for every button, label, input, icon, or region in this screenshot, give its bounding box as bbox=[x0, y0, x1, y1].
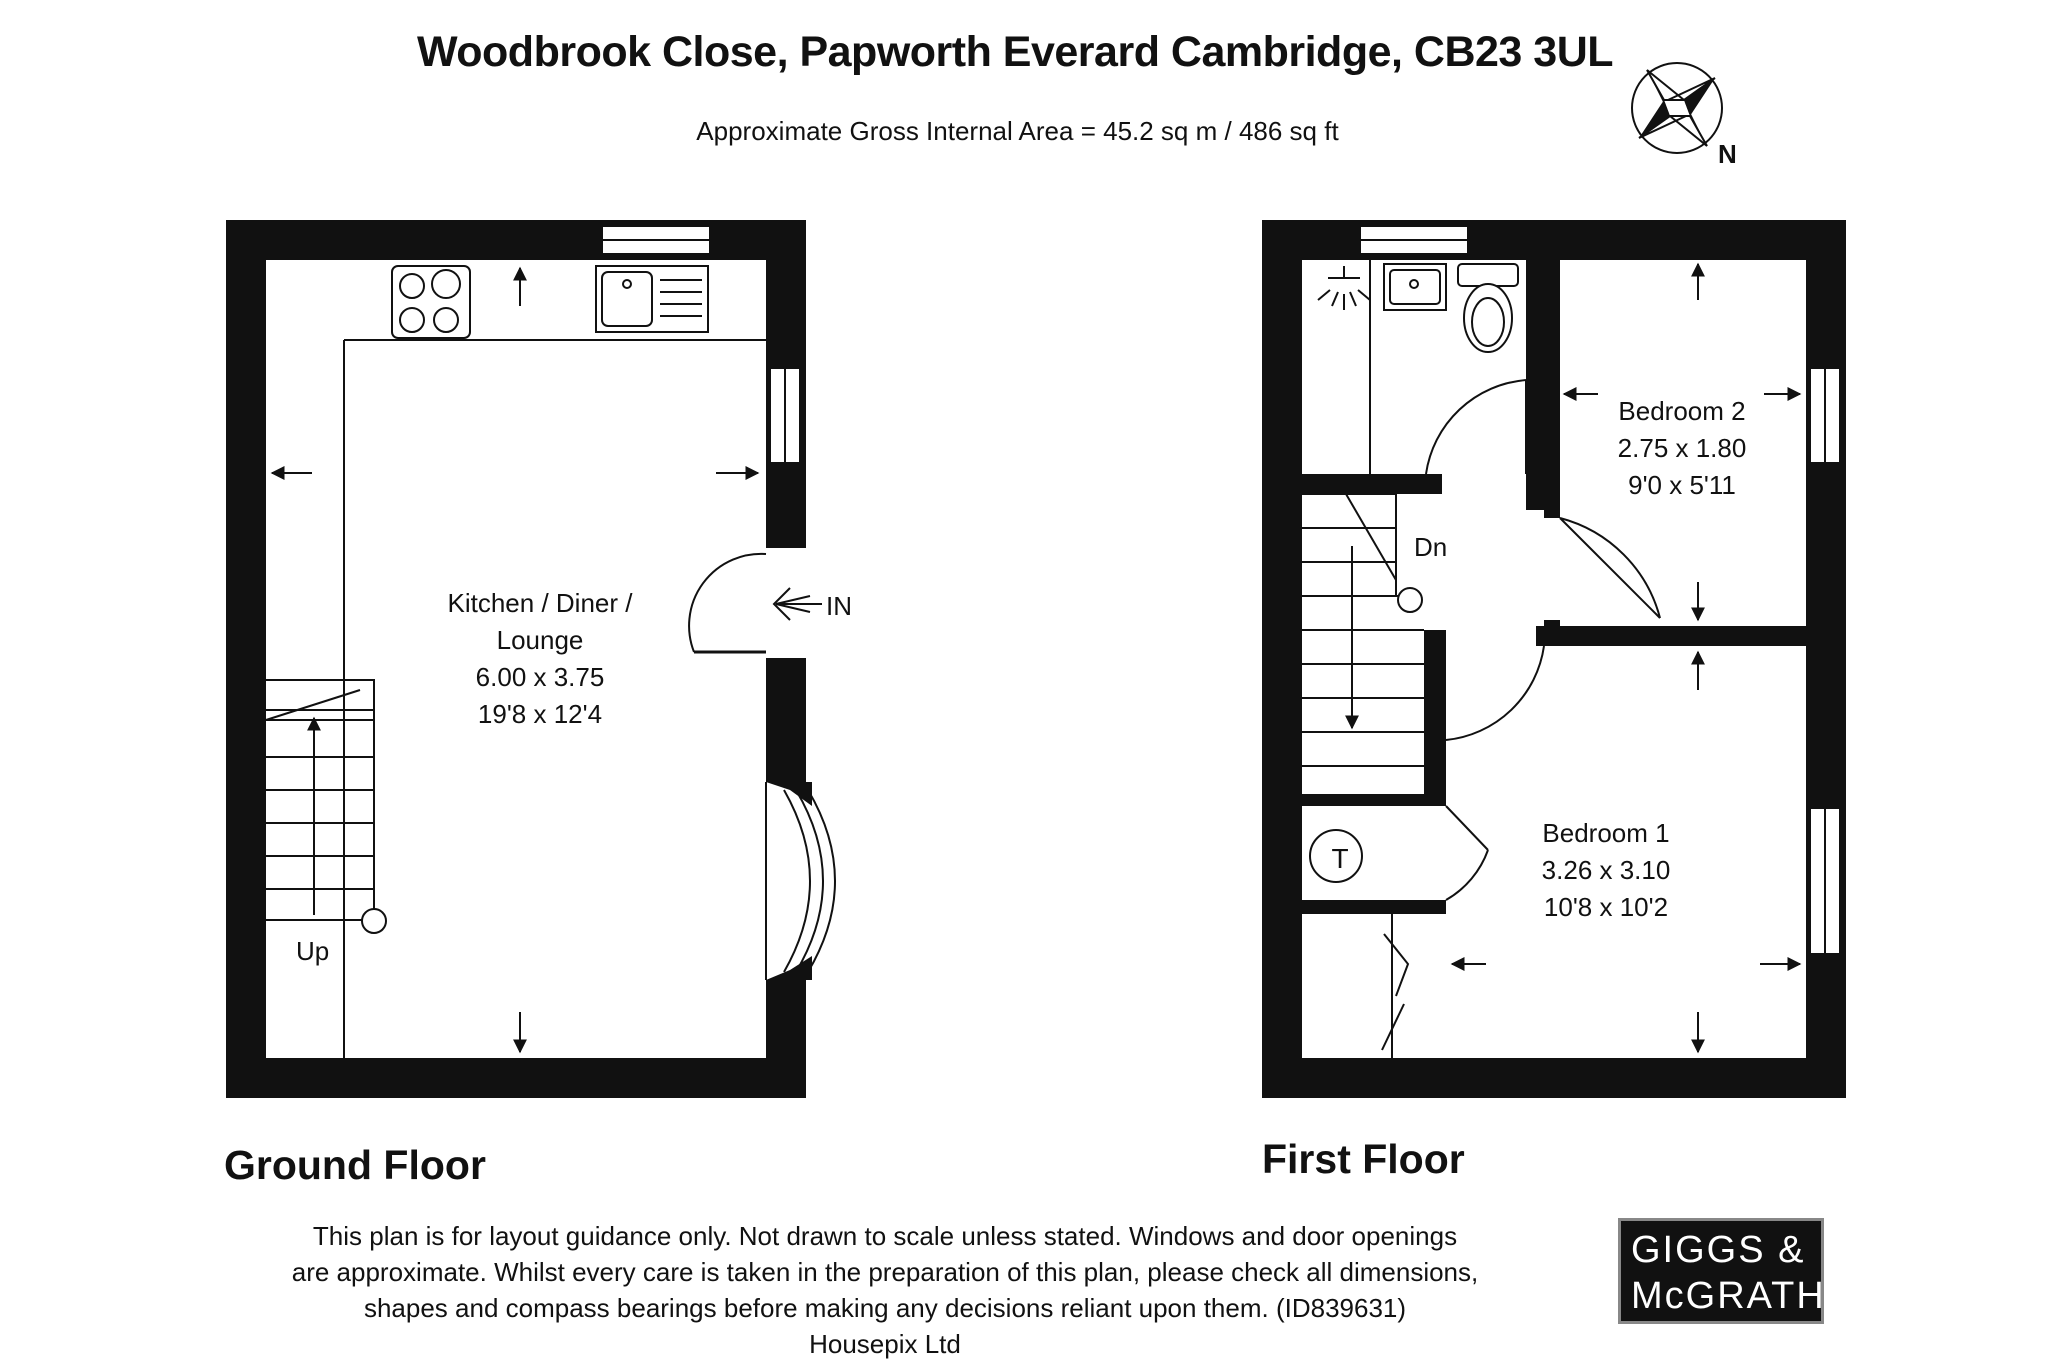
disclaimer-line-2: are approximate. Whilst every care is ta… bbox=[291, 1257, 1479, 1287]
airing-cupboard bbox=[1309, 805, 1489, 901]
disclaimer: This plan is for layout guidance only. N… bbox=[220, 1218, 1550, 1362]
bedroom1-name: Bedroom 1 bbox=[1542, 818, 1669, 848]
kitchen-metric: 6.00 x 3.75 bbox=[476, 662, 605, 692]
first-floor-label: First Floor bbox=[1262, 1136, 1465, 1182]
bathroom-basin-icon bbox=[1383, 263, 1447, 311]
disclaimer-line-4: Housepix Ltd bbox=[809, 1329, 961, 1359]
first-floor-plan bbox=[1262, 220, 1846, 1098]
compass-north-label: N bbox=[1718, 139, 1737, 169]
stairs-down-label: Dn bbox=[1414, 532, 1447, 562]
logo-line-1: GIGGS & bbox=[1631, 1229, 1806, 1271]
hob-icon bbox=[391, 265, 471, 339]
first-floor-stairs bbox=[1302, 493, 1424, 767]
entrance-label: IN bbox=[826, 591, 852, 621]
bedroom2-name: Bedroom 2 bbox=[1618, 396, 1745, 426]
bedroom1-imperial: 10'8 x 10'2 bbox=[1544, 892, 1668, 922]
ground-floor-label: Ground Floor bbox=[224, 1142, 486, 1188]
disclaimer-line-3: shapes and compass bearings before makin… bbox=[363, 1293, 1407, 1323]
kitchen-imperial: 19'8 x 12'4 bbox=[478, 699, 602, 729]
kitchen-room-name-2: Lounge bbox=[497, 625, 584, 655]
bedroom2-imperial: 9'0 x 5'11 bbox=[1628, 470, 1736, 500]
shower-icon bbox=[1317, 260, 1371, 474]
wardrobe-doors bbox=[1381, 914, 1410, 1058]
ground-floor-plan bbox=[226, 220, 836, 1098]
kitchen-sink-icon bbox=[595, 265, 709, 333]
compass-rose-icon bbox=[1631, 62, 1723, 154]
stairs-up-label: Up bbox=[296, 936, 329, 966]
gross-area: Approximate Gross Internal Area = 45.2 s… bbox=[696, 116, 1339, 146]
disclaimer-line-1: This plan is for layout guidance only. N… bbox=[312, 1221, 1458, 1251]
kitchen-room-name-1: Kitchen / Diner / bbox=[448, 588, 634, 618]
bedroom2-metric: 2.75 x 1.80 bbox=[1618, 433, 1747, 463]
toilet-icon bbox=[1457, 263, 1519, 353]
tank-label: T bbox=[1331, 843, 1348, 874]
bedroom1-metric: 3.26 x 3.10 bbox=[1542, 855, 1671, 885]
ground-floor-stairs bbox=[265, 679, 387, 934]
agent-logo: GIGGS & McGRATH bbox=[1618, 1218, 1824, 1324]
logo-line-2: McGRATH bbox=[1631, 1275, 1826, 1317]
entrance-arrow-icon bbox=[772, 587, 822, 621]
plan-title: Woodbrook Close, Papworth Everard Cambri… bbox=[416, 28, 1614, 76]
